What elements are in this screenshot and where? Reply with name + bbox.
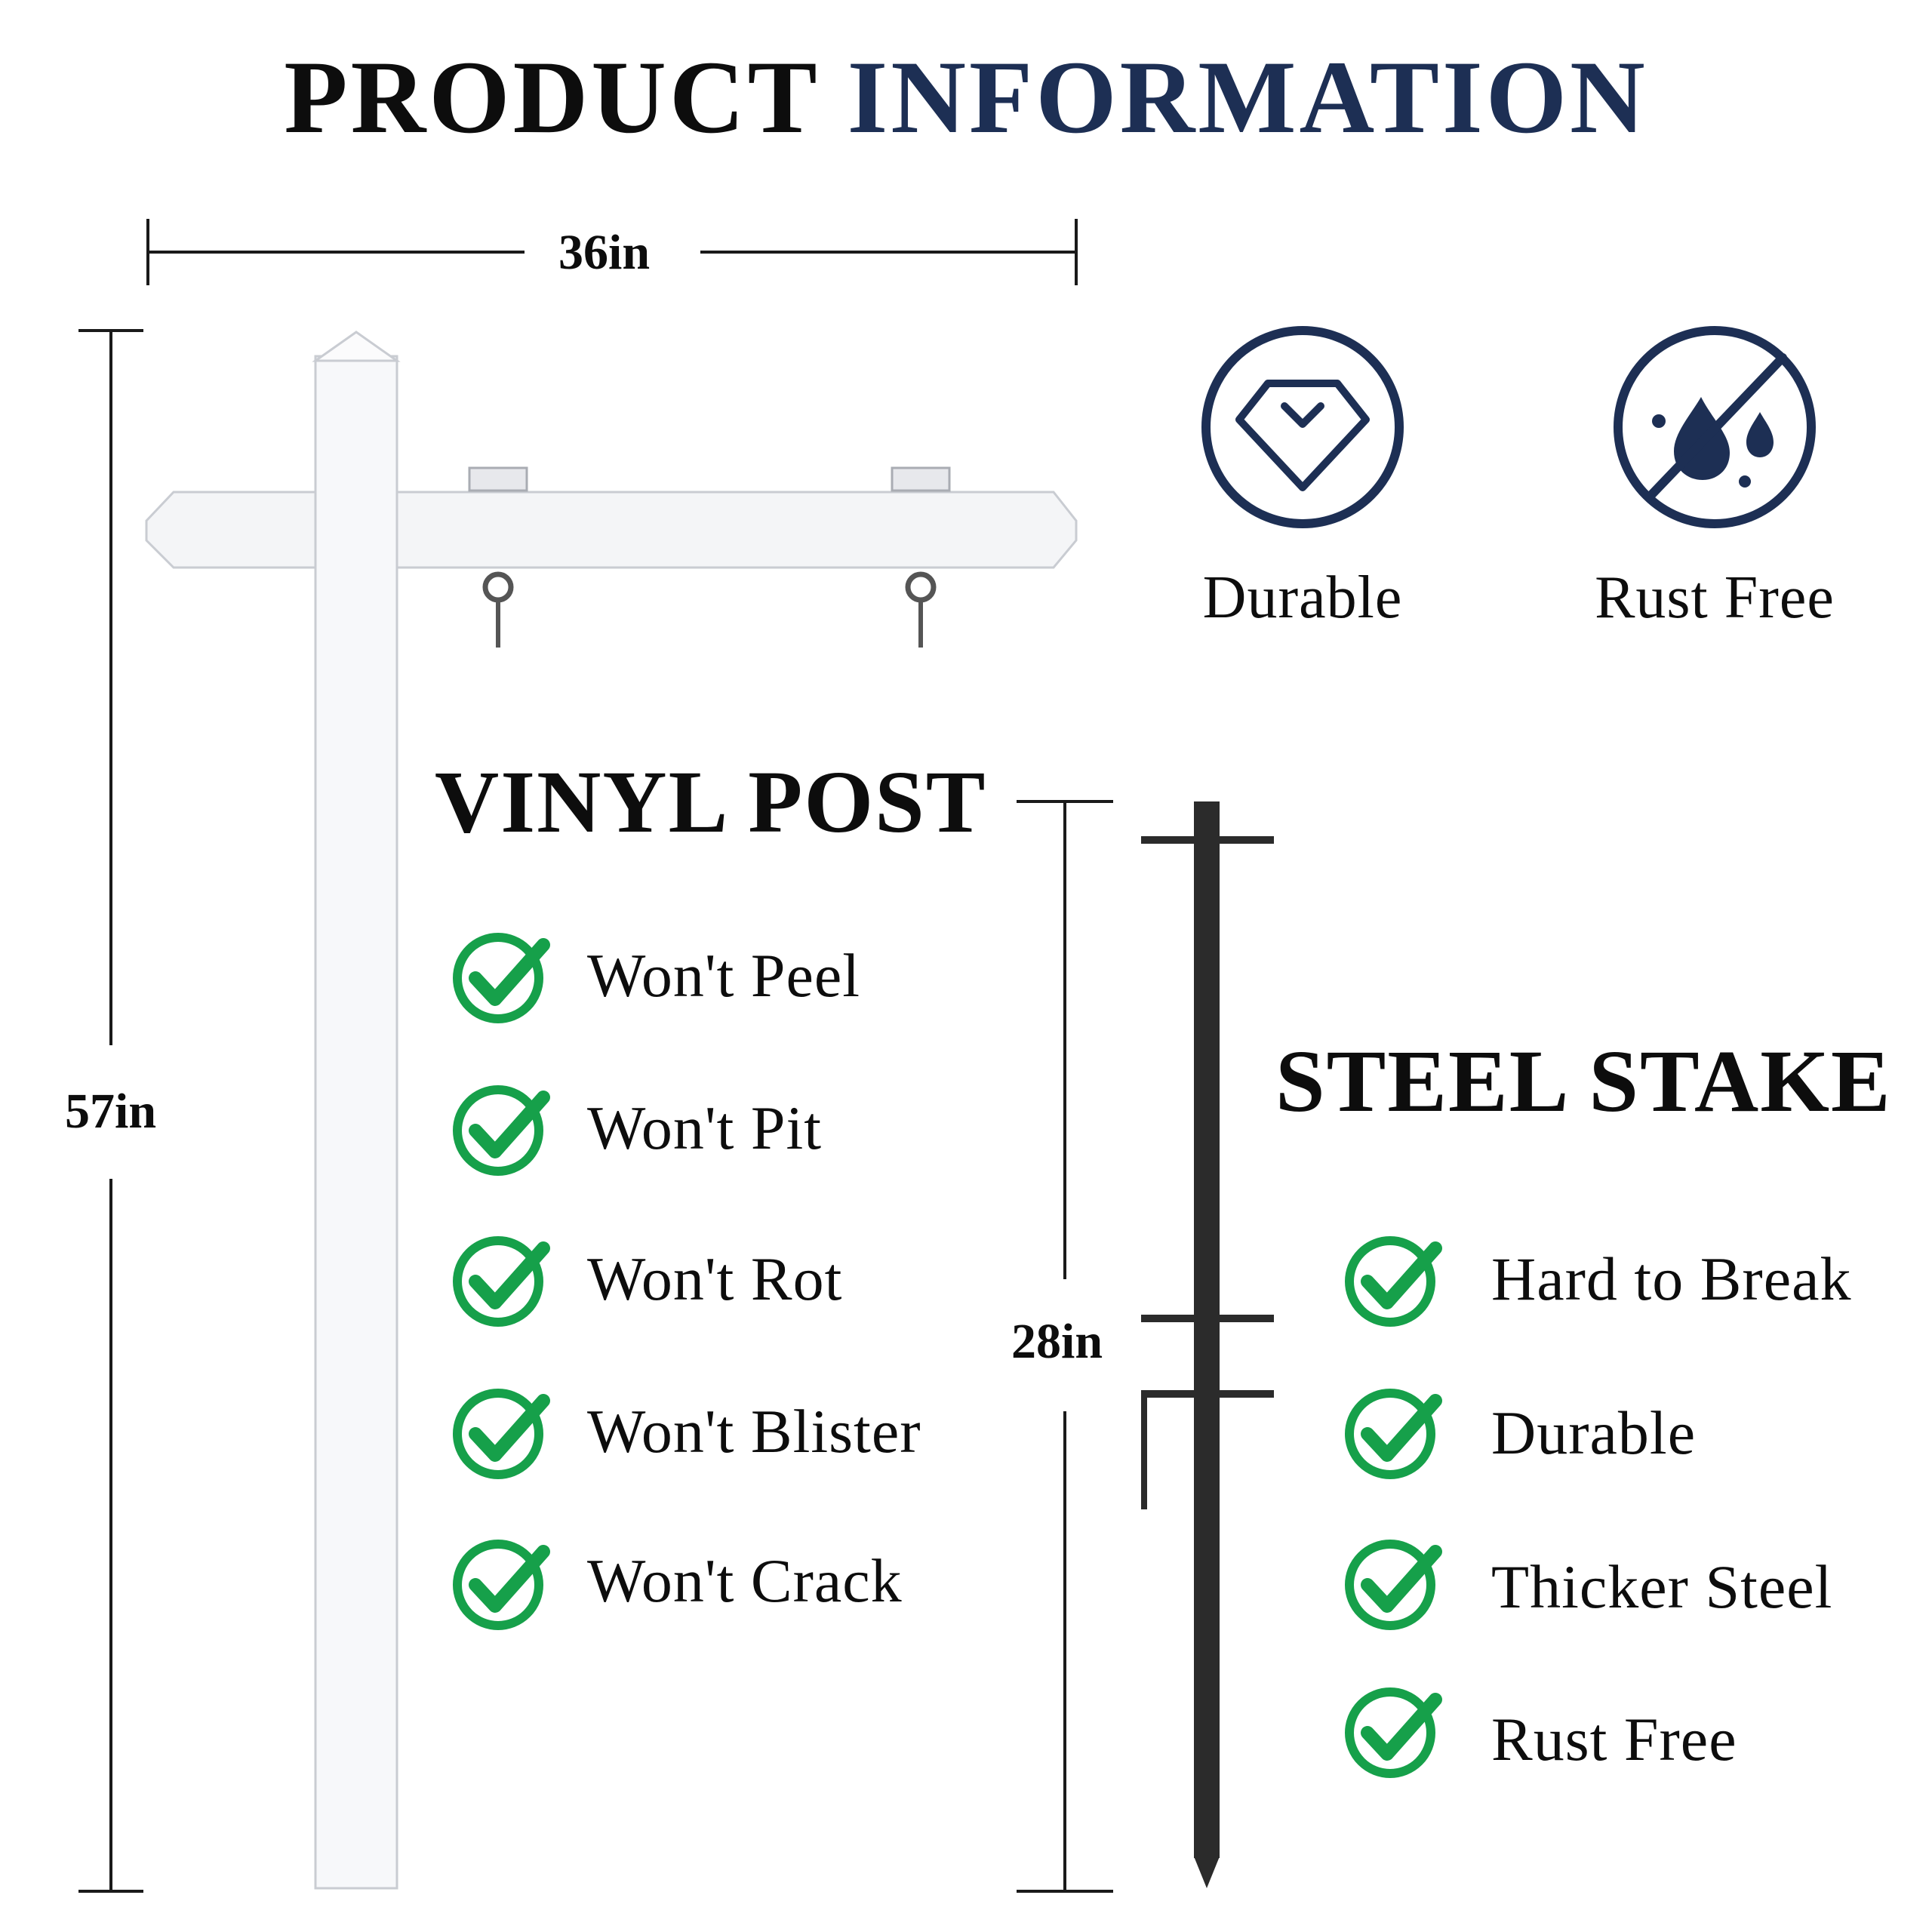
- vinyl-feature-label: Won't Pit: [587, 1094, 823, 1162]
- check-icon: [1345, 1236, 1442, 1327]
- stake-feature-item: [1343, 1381, 1446, 1484]
- stake-height-dimension-label: 28in: [1011, 1314, 1103, 1369]
- stake-feature-item: [1343, 1680, 1446, 1783]
- check-icon: [1345, 1389, 1442, 1479]
- check-icon: [453, 1236, 550, 1327]
- post-height-dimension-line: [78, 329, 143, 1893]
- vinyl-feature-item: [451, 925, 554, 1028]
- vinyl-feature-label: Won't Crack: [587, 1546, 903, 1615]
- vinyl-feature-item: [451, 1229, 554, 1331]
- stake-feature-label: Rust Free: [1491, 1705, 1737, 1774]
- stake-feature-label: Thicker Steel: [1491, 1552, 1833, 1621]
- durable-badge-label: Durable: [1202, 565, 1403, 631]
- check-icon: [1345, 1540, 1442, 1630]
- vinyl-post-title: VINYL POST: [435, 752, 987, 851]
- rust-free-badge: [1612, 325, 1817, 530]
- vinyl-feature-item: [451, 1381, 554, 1484]
- diamond-icon: [1201, 326, 1404, 528]
- vinyl-feature-item: [451, 1078, 554, 1180]
- stake-feature-item: [1343, 1229, 1446, 1331]
- vinyl-feature-label: Won't Blister: [587, 1397, 921, 1466]
- width-dimension-label: 36in: [558, 225, 651, 280]
- check-icon: [453, 1085, 550, 1176]
- stake-feature-label: Hard to Break: [1491, 1244, 1852, 1313]
- title-part-1: PRODUCT: [284, 39, 819, 155]
- page-title: PRODUCT INFORMATION: [0, 45, 1932, 149]
- check-icon: [1345, 1687, 1442, 1778]
- vinyl-feature-label: Won't Peel: [587, 941, 861, 1010]
- steel-stake-title: STEEL STAKE: [1275, 1032, 1892, 1131]
- post-height-dimension-label: 57in: [65, 1084, 157, 1139]
- vinyl-feature-label: Won't Rot: [587, 1244, 843, 1313]
- vinyl-post-illustration: [145, 331, 1078, 1890]
- stake-height-dimension-line: [1017, 800, 1113, 1893]
- check-icon: [453, 933, 550, 1023]
- width-dimension-line: [146, 219, 1078, 285]
- durable-badge: [1200, 325, 1405, 530]
- stake-feature-item: [1343, 1532, 1446, 1635]
- steel-stake-illustration: [1141, 801, 1274, 1888]
- check-icon: [453, 1389, 550, 1479]
- rust-free-badge-label: Rust Free: [1595, 565, 1835, 631]
- stake-feature-label: Durable: [1491, 1398, 1697, 1467]
- check-icon: [453, 1540, 550, 1630]
- vinyl-feature-item: [451, 1532, 554, 1635]
- no-water-drops-icon: [1614, 326, 1816, 528]
- title-part-2: INFORMATION: [847, 39, 1648, 155]
